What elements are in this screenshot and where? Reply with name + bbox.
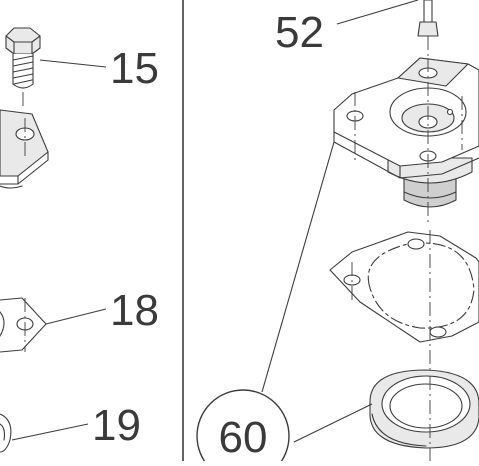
callout-19: 19	[92, 401, 141, 450]
leader-60-housing	[261, 141, 335, 393]
seal-ring-right	[369, 369, 479, 461]
leader-60-seal	[293, 403, 373, 443]
gasket-right	[329, 230, 479, 372]
flange-upper-left	[0, 109, 49, 189]
callout-15: 15	[110, 44, 159, 93]
callout-60: 60	[219, 413, 268, 461]
gasket-part-18	[0, 297, 47, 353]
housing-part-60	[333, 57, 479, 224]
seal-part-19	[0, 413, 12, 453]
callout-18: 18	[110, 286, 159, 335]
leader-19	[11, 423, 89, 441]
fitting-part-52	[417, 0, 439, 58]
callout-52: 52	[275, 8, 324, 57]
leader-18	[45, 308, 107, 325]
bolt-part-15	[5, 27, 41, 110]
leader-52	[336, 0, 419, 25]
callout-60-circle	[196, 389, 290, 466]
leader-15	[39, 59, 107, 68]
